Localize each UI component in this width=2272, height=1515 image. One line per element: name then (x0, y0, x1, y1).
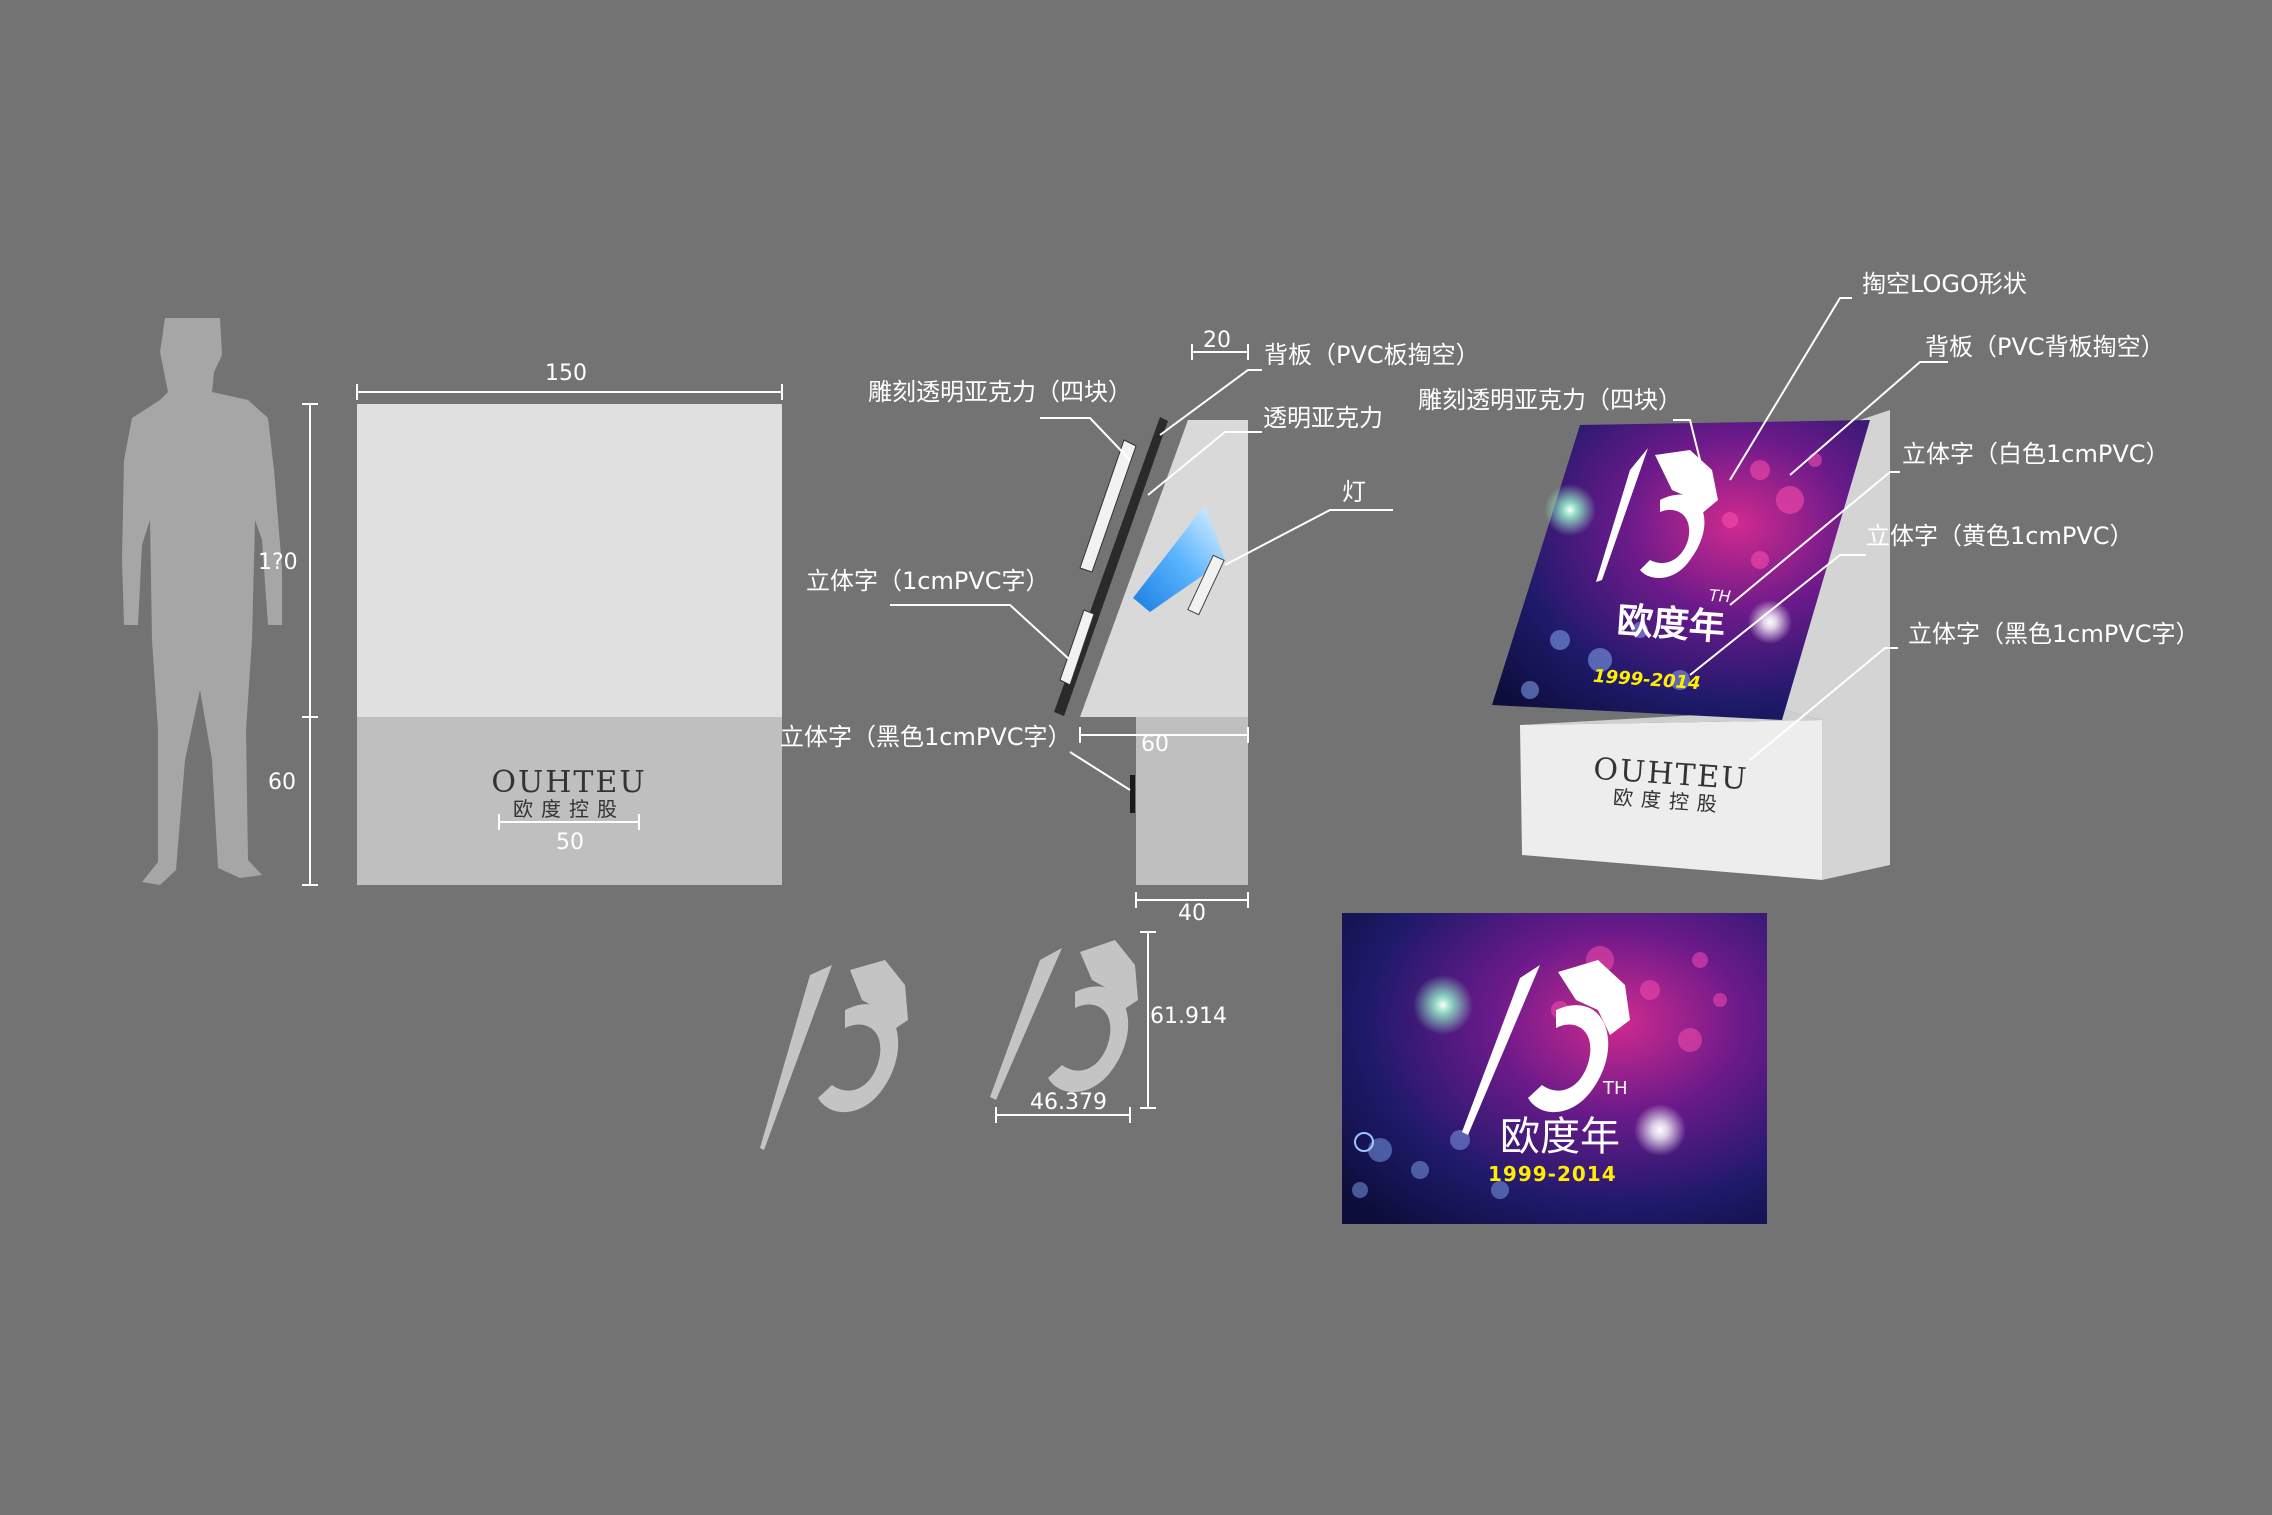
side-dimensions (1079, 344, 1249, 908)
persp-poster-title: 欧度年 (1615, 600, 1727, 649)
front-brand-cn: 欧度控股 (513, 797, 625, 821)
front-brand-logo: OUHTEU 欧度控股 (488, 765, 650, 821)
logo-detail-plain (760, 960, 908, 1150)
poster-flare-white (1634, 1104, 1686, 1156)
persp-label-black-letters: 立体字（黑色1cmPVC字） (1908, 620, 2200, 648)
poster-15-logo (1462, 960, 1630, 1135)
black-letter-marker (1130, 775, 1135, 813)
front-view (302, 384, 783, 886)
side-label-raised-letters: 立体字（1cmPVC字） (806, 567, 1050, 595)
light-beam (1133, 505, 1225, 612)
persp-base-front (1520, 720, 1822, 880)
persp-label-white-letters: 立体字（白色1cmPVC） (1902, 440, 2170, 468)
persp-label-back-panel: 背板（PVC背板掏空） (1925, 333, 2165, 361)
acrylic-plate-2 (1059, 609, 1095, 686)
persp-label-carved-acrylic: 雕刻透明亚克力（四块） (1418, 386, 1682, 414)
anniversary-poster (1342, 913, 1767, 1224)
side-label-black-letters: 立体字（黑色1cmPVC字） (780, 723, 1072, 751)
persp-label-yellow-letters: 立体字（黄色1cmPVC） (1866, 522, 2134, 550)
poster-years: 1999-2014 (1488, 1162, 1617, 1186)
side-view (890, 344, 1393, 908)
persp-brand-logo: OUHTEU 欧度控股 (1588, 752, 1751, 817)
front-lower-height-label: 60 (268, 770, 296, 795)
persp-leader-lines (1673, 297, 1948, 761)
logo-height-label: 61.914 (1150, 1004, 1227, 1029)
front-upper-panel (357, 404, 782, 717)
logo-detail-dimension-lines (995, 931, 1156, 1123)
poster-title: 欧度年 (1500, 1114, 1620, 1160)
poster-nebula (1551, 946, 1727, 1052)
side-label-light: 灯 (1342, 478, 1366, 506)
side-label-back-panel: 背板（PVC板掏空） (1264, 341, 1480, 369)
logo-width-label-detail: 46.379 (1030, 1090, 1107, 1115)
poster-planet (1354, 1132, 1374, 1152)
logo-detail-dimensioned (990, 940, 1138, 1100)
poster-flare-green (1413, 975, 1473, 1035)
side-leader-lines (890, 369, 1393, 791)
persp-flare-white (1748, 600, 1792, 644)
front-brand-en: OUHTEU (491, 765, 647, 800)
side-depth-dim-label: 40 (1178, 901, 1206, 926)
light-fixture (1187, 554, 1225, 616)
side-base (1136, 717, 1248, 885)
persp-stars (1521, 622, 1690, 699)
persp-label-hollow-logo: 掏空LOGO形状 (1862, 270, 2027, 298)
persp-right-side (1785, 410, 1890, 880)
front-width-label: 150 (545, 361, 587, 386)
acrylic-plate-1 (1079, 439, 1137, 573)
front-height-dimension (302, 403, 318, 886)
side-label-clear-acrylic: 透明亚克力 (1263, 404, 1383, 432)
front-base-panel (357, 717, 782, 885)
front-upper-height-label: 1?0 (258, 550, 298, 575)
front-width-dimension (356, 384, 783, 400)
poster-stars (1352, 1130, 1509, 1199)
side-base-dim-label: 60 (1141, 732, 1169, 757)
persp-flare-green (1544, 484, 1596, 536)
persp-15-logo (1596, 448, 1718, 582)
side-top-dim-label: 20 (1203, 328, 1231, 353)
side-label-carved-acrylic: 雕刻透明亚克力（四块） (868, 378, 1132, 406)
human-scale-silhouette (122, 318, 282, 885)
logo-width-label: 50 (556, 830, 584, 855)
poster-superscript: TH (1603, 1078, 1628, 1099)
perspective-view (1492, 297, 1948, 880)
logo-width-dimension (498, 814, 640, 830)
